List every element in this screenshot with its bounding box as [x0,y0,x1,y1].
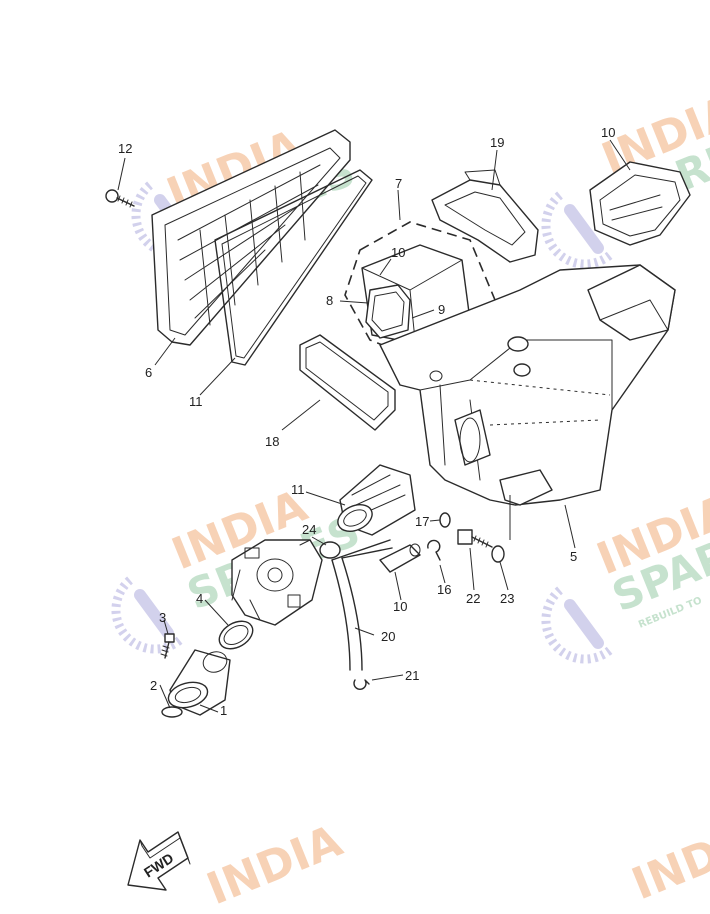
callout-4: 4 [196,591,203,606]
callout-17: 17 [415,514,429,529]
o-ring-2 [161,706,183,718]
callout-8: 8 [326,293,333,308]
watermark-india: INDIA [200,815,349,914]
watermark-bottom: INDIA INDIA [200,810,710,914]
watermark-mid-right: INDIA SPARES REBUILD TO [541,485,710,664]
callout-7: 7 [395,176,402,191]
carburetor [231,539,323,626]
bolt-22 [457,529,493,548]
callout-13: 11 [189,394,203,409]
callout-1: 1 [220,703,227,718]
callout-11: 11 [291,482,305,497]
callout-5: 5 [570,549,577,564]
leader-lines [117,139,631,713]
clip-16 [427,539,441,561]
callout-labels: 12 6 11 7 10 8 9 19 10 18 11 24 17 5 16 … [118,125,615,718]
callout-21: 21 [405,668,419,683]
callout-12: 10 [601,125,615,140]
air-cleaner-case [379,264,676,506]
case-seal-18 [299,334,396,431]
fwd-arrow-icon: FWD [127,831,191,891]
callout-3: 3 [159,610,166,625]
watermark-logo [541,586,613,664]
callout-2: 2 [150,678,157,693]
callout-24: 24 [302,522,316,537]
manifold-joint-1 [167,649,231,716]
clamp-24 [319,541,341,559]
callout-18: 18 [265,434,279,449]
callout-20: 20 [381,629,395,644]
bracket-19 [431,169,539,263]
clip-21 [353,679,370,690]
callout-10-top: 10 [391,245,405,260]
callout-16: 16 [437,582,451,597]
watermark-india: INDIA [625,810,710,910]
callout-22: 22 [466,591,480,606]
callout-19: 19 [490,135,504,150]
watermark-logo [541,191,613,269]
callout-23: 23 [500,591,514,606]
filter-gasket [214,169,373,366]
washer-23 [491,545,505,563]
callout-10-bottom: 10 [393,599,407,614]
bolt-3 [160,633,175,659]
clamp-4 [218,620,254,650]
intake-boot-11 [337,464,416,536]
air-filter-element [151,129,351,346]
washer-17 [439,512,451,528]
drain-plug-10 [379,543,421,573]
callout-14: 12 [118,141,132,156]
callout-9: 9 [438,302,445,317]
watermark-logo [111,576,183,654]
callout-6: 6 [145,365,152,380]
hose-20 [331,557,363,671]
cover-12 [589,161,691,246]
screw-14 [105,189,135,208]
